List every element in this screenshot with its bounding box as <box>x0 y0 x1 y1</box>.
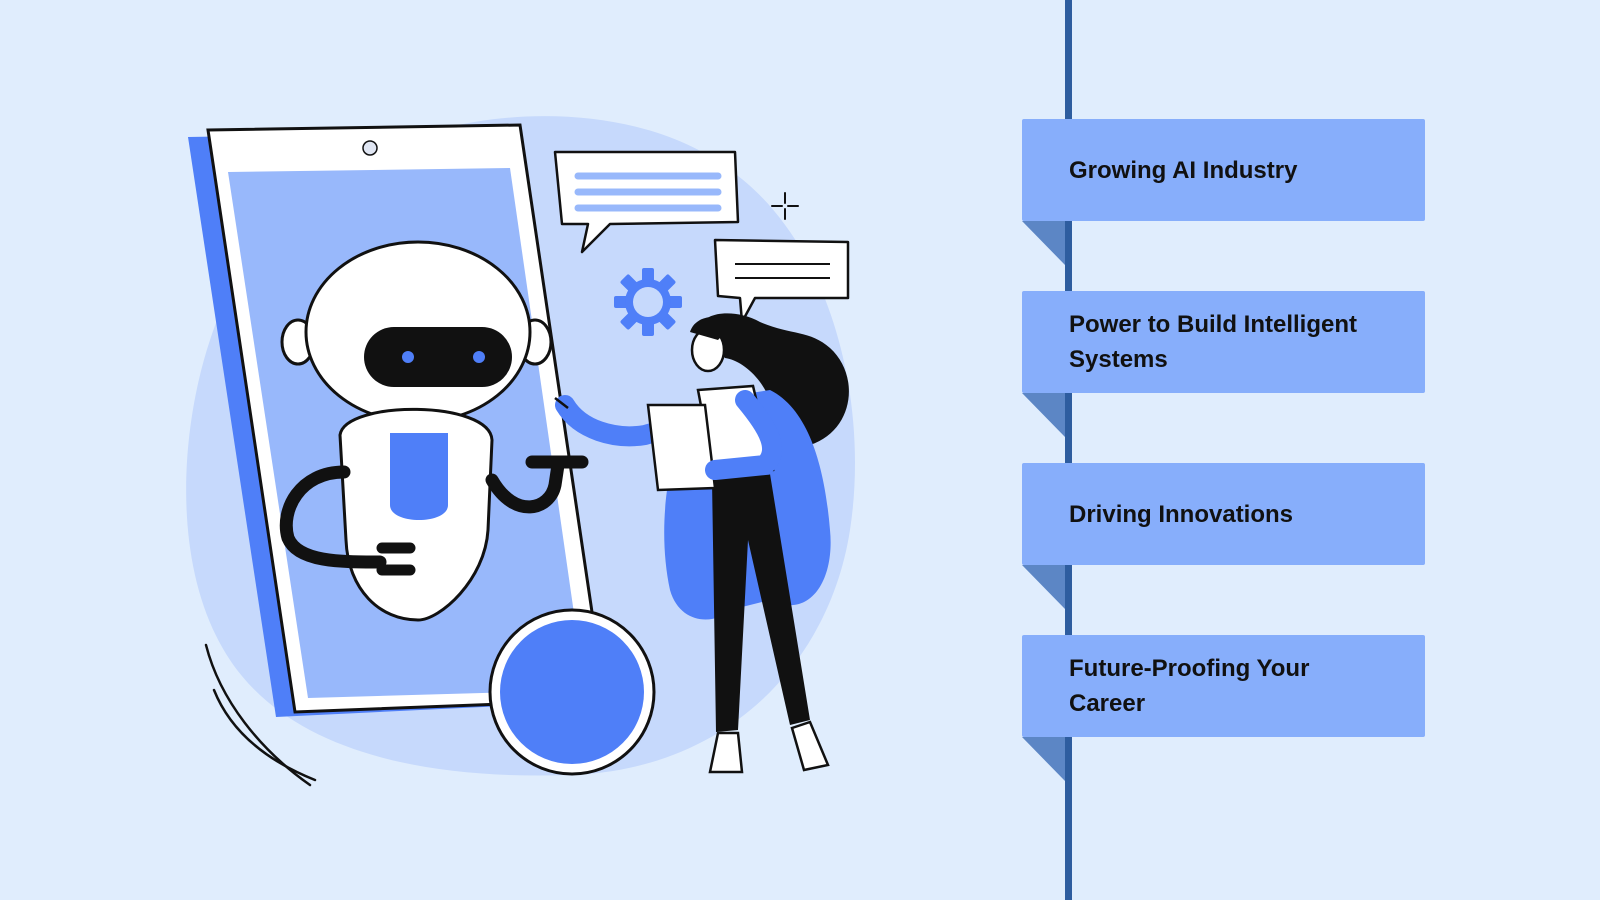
speech-bubble-icon <box>713 238 850 324</box>
timeline-item-power-to-build: Power to Build Intelligent Systems <box>1022 291 1425 437</box>
ribbon-fold <box>1022 565 1065 609</box>
ribbon-fold <box>1022 393 1065 437</box>
motion-lines-icon <box>204 643 317 787</box>
ai-illustration <box>186 116 855 787</box>
speech-bubble-icon <box>553 150 740 254</box>
timeline-item-label: Growing AI Industry <box>1069 156 1298 184</box>
sparkle-icon <box>771 192 799 220</box>
gear-icon <box>614 268 682 336</box>
timeline-item-label: Power to Build Intelligent Systems <box>1069 311 1357 373</box>
timeline-line <box>1065 0 1072 900</box>
woman-with-tablet-icon <box>554 313 849 774</box>
ribbon-fold <box>1022 737 1065 781</box>
ribbon-fold <box>1022 221 1065 265</box>
timeline-item-label: Future-Proofing Your Career <box>1069 655 1310 717</box>
timeline-item-future-proofing: Future-Proofing Your Career <box>1022 635 1425 781</box>
timeline-item-growing-ai-industry: Growing AI Industry <box>1022 119 1425 265</box>
robot-icon <box>279 240 589 622</box>
timeline-item-driving-innovations: Driving Innovations <box>1022 463 1425 609</box>
timeline-item-label: Driving Innovations <box>1069 500 1294 528</box>
